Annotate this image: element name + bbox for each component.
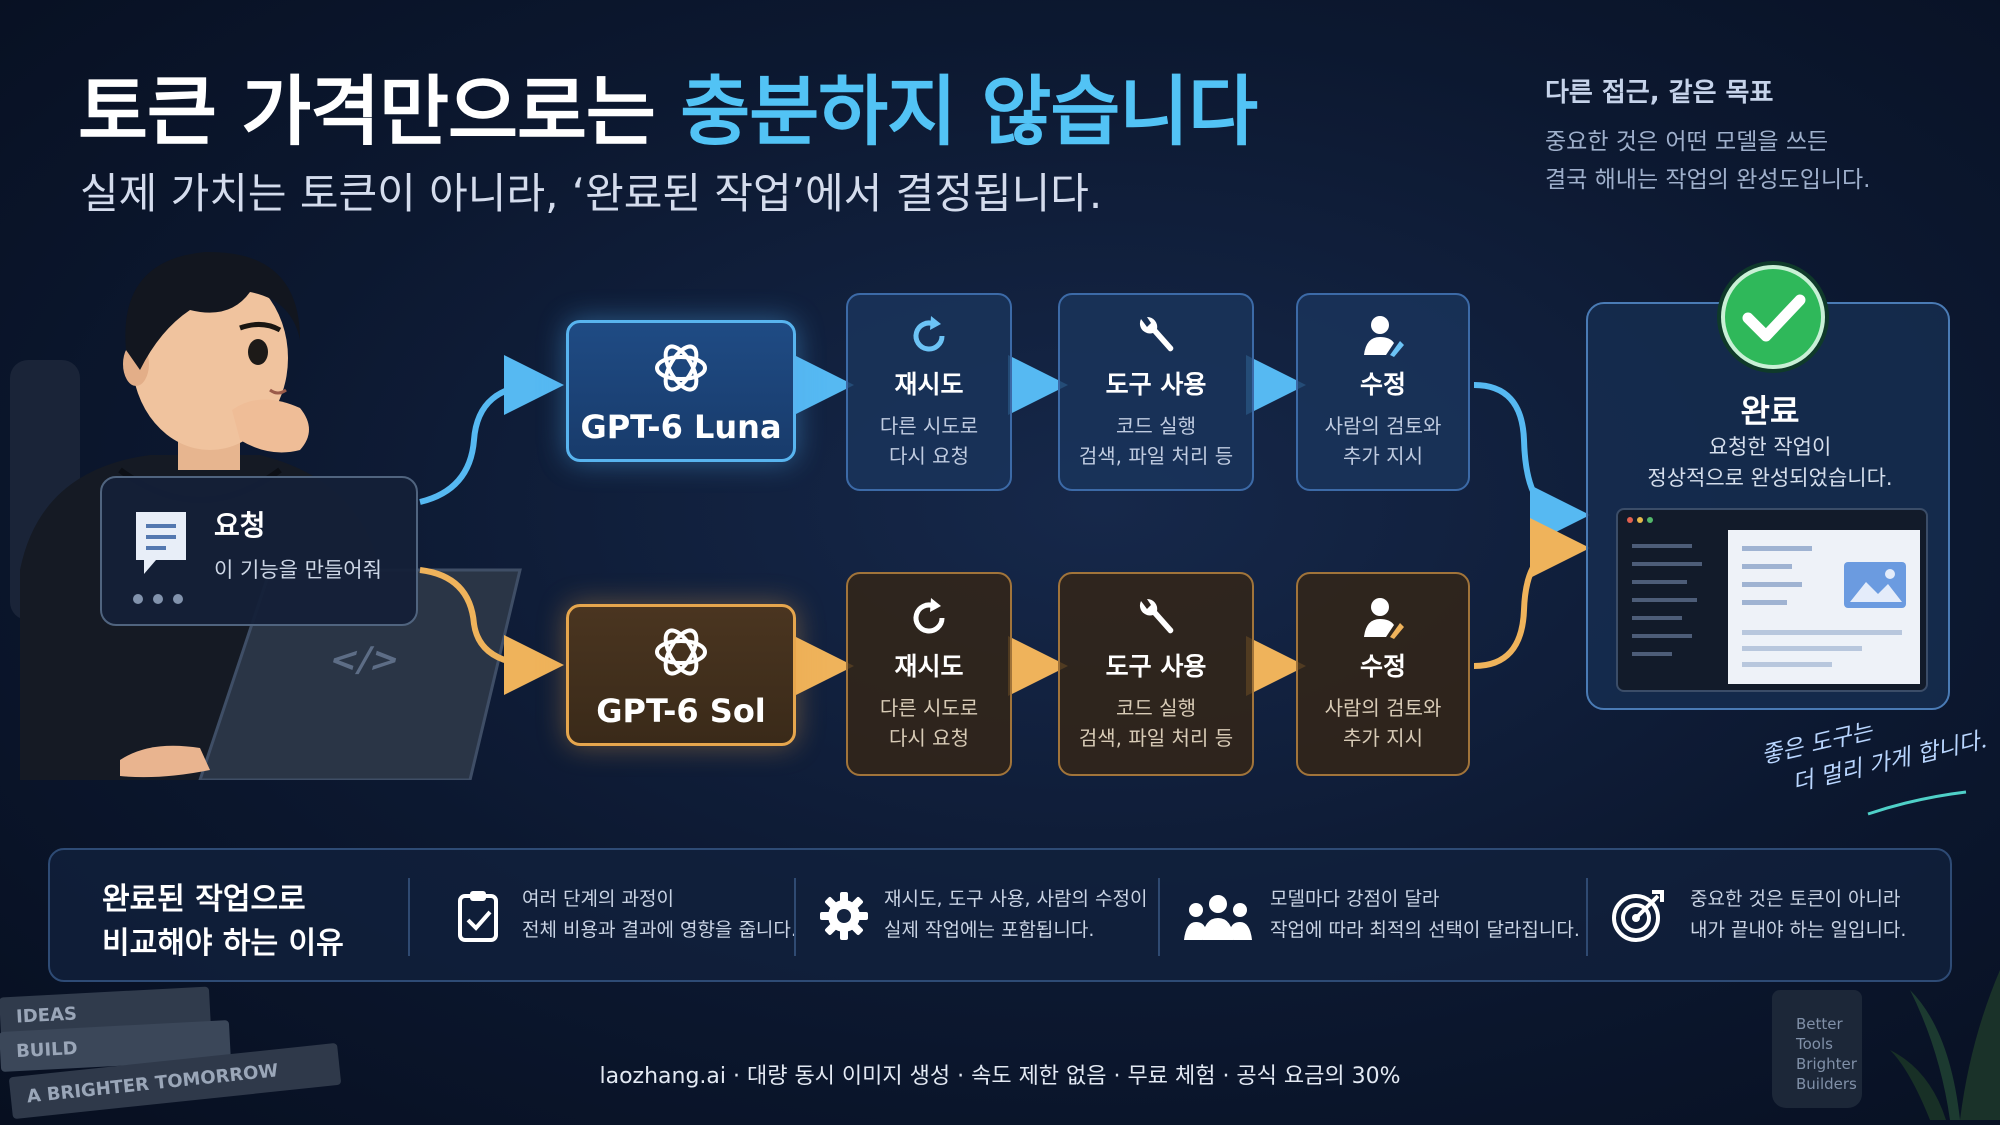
step-desc-line1: 사람의 검토와 (1324, 414, 1442, 438)
reason-line1: 중요한 것은 토큰이 아니라 (1690, 888, 1901, 910)
app-preview-illustration (1627, 517, 1920, 684)
reason-line1: 모델마다 강점이 달라 (1270, 888, 1440, 910)
complete-text: 요청한 작업이 정상적으로 완성되었습니다. (1588, 432, 1952, 494)
mug-line3: Brighter (1796, 1055, 1857, 1073)
complete-panel: 완료 요청한 작업이 정상적으로 완성되었습니다. (1586, 302, 1950, 710)
mug-line1: Better (1796, 1015, 1843, 1033)
clipboard-check-icon (458, 891, 498, 942)
gear-icon (820, 892, 868, 940)
step-desc-line2: 검색, 파일 처리 등 (1078, 444, 1234, 468)
step-desc-line2: 추가 지시 (1343, 726, 1423, 750)
model-card-sol: GPT-6 Sol (566, 604, 796, 746)
step-desc-line1: 코드 실행 (1116, 696, 1196, 720)
step-edit-sol: 수정 사람의 검토와 추가 지시 (1296, 572, 1470, 776)
step-title: 도구 사용 (1105, 652, 1207, 681)
request-title: 요청 (214, 509, 266, 542)
step-title: 수정 (1359, 370, 1406, 399)
wrench-icon (1139, 598, 1174, 634)
complete-line2: 정상적으로 완성되었습니다. (1647, 466, 1893, 490)
chat-document-icon (136, 512, 186, 574)
plant-illustration (1890, 970, 2000, 1120)
target-icon (1612, 890, 1664, 942)
mug (1772, 990, 1862, 1108)
step-title: 수정 (1359, 652, 1406, 681)
reason-line2: 전체 비용과 결과에 영향을 줍니다. (522, 919, 797, 941)
step-desc-line1: 사람의 검토와 (1324, 696, 1442, 720)
person-edit-icon (1364, 316, 1404, 357)
reasons-title-line1: 완료된 작업으로 (102, 882, 306, 917)
mug-text: Better Tools Brighter Builders (1796, 1014, 1857, 1094)
complete-title: 완료 (1740, 392, 1800, 430)
step-title: 재시도 (894, 370, 964, 399)
reasons-title: 완료된 작업으로 비교해야 하는 이유 (102, 878, 402, 966)
divider (1586, 878, 1588, 956)
step-desc-line1: 다른 시도로 (879, 414, 979, 438)
reason-line2: 내가 끝내야 하는 일입니다. (1690, 919, 1907, 941)
people-icon (1184, 895, 1252, 940)
step-edit-luna: 수정 사람의 검토와 추가 지시 (1296, 293, 1470, 491)
step-tools-sol: 도구 사용 코드 실행 검색, 파일 처리 등 (1058, 572, 1254, 776)
side-note-line2: 결국 해내는 작업의 완성도입니다. (1545, 167, 1871, 193)
side-note-heading: 다른 접근, 같은 목표 (1545, 78, 1774, 108)
reason-item-2: 재시도, 도구 사용, 사람의 수정이 실제 작업에는 포함됩니다. (884, 884, 1147, 946)
reason-line1: 여러 단계의 과정이 (522, 888, 674, 910)
refresh-icon (913, 598, 945, 634)
wrench-icon (1139, 316, 1174, 352)
reason-item-3: 모델마다 강점이 달라 작업에 따라 최적의 선택이 달라집니다. (1270, 884, 1580, 946)
app-preview (1616, 508, 1928, 692)
step-desc-line2: 다시 요청 (889, 726, 969, 750)
page-subtitle: 실제 가치는 토큰이 아니라, ‘완료된 작업’에서 결정됩니다. (80, 169, 1103, 218)
mug-line4: Builders (1796, 1075, 1857, 1093)
typing-dots-icon (133, 594, 183, 604)
reasons-title-line2: 비교해야 하는 이유 (102, 926, 344, 961)
reason-item-4: 중요한 것은 토큰이 아니라 내가 끝내야 하는 일입니다. (1690, 884, 1906, 946)
step-tools-luna: 도구 사용 코드 실행 검색, 파일 처리 등 (1058, 293, 1254, 491)
divider (1158, 878, 1160, 956)
side-note: 다른 접근, 같은 목표 중요한 것은 어떤 모델을 쓰든 결국 해내는 작업의… (1545, 72, 1965, 199)
step-desc-line2: 추가 지시 (1343, 444, 1423, 468)
model-card-luna: GPT-6 Luna (566, 320, 796, 462)
step-desc-line1: 코드 실행 (1116, 414, 1196, 438)
title-highlight: 충분하지 않습니다 (680, 67, 1258, 156)
footer-banner: laozhang.ai · 대량 동시 이미지 생성 · 속도 제한 없음 · … (599, 1064, 1401, 1089)
reasons-panel: 완료된 작업으로 비교해야 하는 이유 여러 단계의 과정이 전체 비용과 결과… (48, 848, 1952, 982)
step-title: 재시도 (894, 652, 964, 681)
complete-line1: 요청한 작업이 (1708, 435, 1832, 459)
step-title: 도구 사용 (1105, 370, 1207, 399)
mug-line2: Tools (1796, 1035, 1833, 1053)
openai-logo-icon (655, 628, 707, 676)
divider (408, 878, 410, 956)
checkmark-icon (1717, 261, 1829, 373)
reason-line2: 실제 작업에는 포함됩니다. (884, 919, 1095, 941)
openai-logo-icon (655, 344, 707, 392)
step-desc-line2: 다시 요청 (889, 444, 969, 468)
model-name-luna: GPT-6 Luna (580, 408, 782, 446)
step-retry-luna: 재시도 다른 시도로 다시 요청 (846, 293, 1012, 491)
step-desc-line1: 다른 시도로 (879, 696, 979, 720)
step-retry-sol: 재시도 다른 시도로 다시 요청 (846, 572, 1012, 776)
reason-line2: 작업에 따라 최적의 선택이 달라집니다. (1270, 919, 1580, 941)
reason-item-1: 여러 단계의 과정이 전체 비용과 결과에 영향을 줍니다. (522, 884, 797, 946)
model-name-sol: GPT-6 Sol (596, 692, 766, 730)
request-bubble: 요청 이 기능을 만들어줘 (100, 476, 418, 626)
person-edit-icon (1364, 598, 1404, 639)
request-text: 이 기능을 만들어줘 (214, 558, 382, 582)
refresh-icon (913, 316, 945, 352)
step-desc-line2: 검색, 파일 처리 등 (1078, 726, 1234, 750)
underline-stroke (1867, 790, 1967, 816)
divider (794, 878, 796, 956)
side-note-line1: 중요한 것은 어떤 모델을 쓰든 (1545, 129, 1829, 155)
title-plain: 토큰 가격만으로는 (78, 67, 681, 156)
page-title: 토큰 가격만으로는 충분하지 않습니다 (78, 50, 1258, 160)
reason-line1: 재시도, 도구 사용, 사람의 수정이 (884, 888, 1148, 910)
